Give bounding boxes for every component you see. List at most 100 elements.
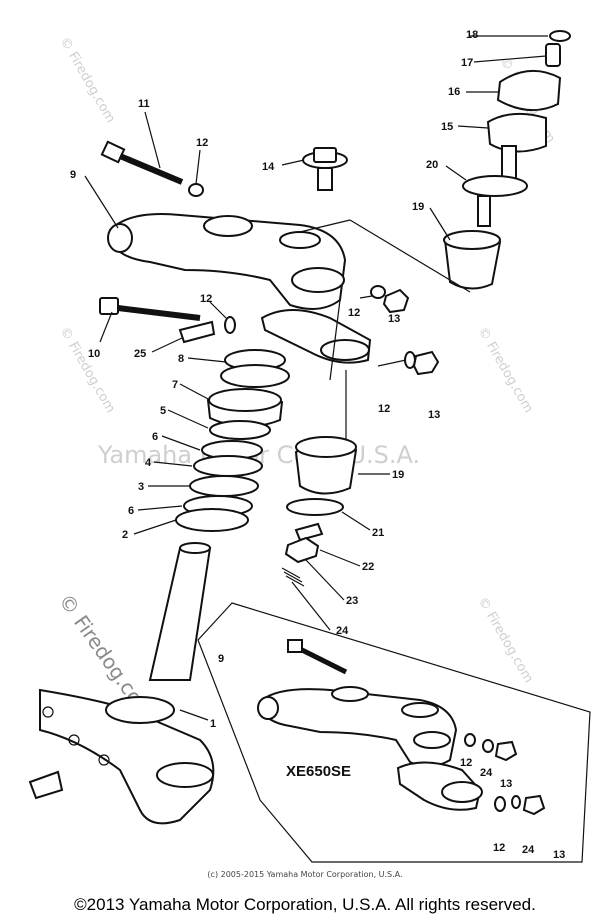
bolt-10 <box>99 297 201 321</box>
stem-nut-group <box>281 436 358 587</box>
part-washer-small <box>294 522 324 542</box>
label-6-lower: 6 <box>128 505 134 517</box>
part-stem-tube <box>148 547 212 681</box>
watermark-site-1: © Firedog.com <box>57 35 118 126</box>
label-12-lower: 12 <box>378 403 390 415</box>
caption-small: (c) 2005-2015 Yamaha Motor Corporation, … <box>207 870 403 879</box>
label-13-lower: 13 <box>428 409 440 421</box>
front-arrow-icon <box>28 770 64 800</box>
inset-frame <box>197 602 591 863</box>
label-20: 20 <box>426 159 438 171</box>
part-1-hole-a <box>42 706 54 718</box>
label-3: 3 <box>138 481 144 493</box>
inset-part-12a <box>464 733 476 747</box>
label-25: 25 <box>134 348 146 360</box>
label-21: 21 <box>372 527 384 539</box>
part-stem-top <box>179 542 211 554</box>
part-12-top <box>188 183 204 197</box>
inset-pinch-end <box>441 781 483 803</box>
lower-bracket <box>39 688 215 825</box>
inset-xe650se <box>197 602 591 863</box>
copyright-caption: ©2013 Yamaha Motor Corporation, U.S.A. A… <box>74 895 536 914</box>
bearing-stack <box>175 349 290 532</box>
label-14: 14 <box>262 161 275 173</box>
label-13-inset-a: 13 <box>500 778 512 790</box>
label-15: 15 <box>441 121 453 133</box>
label-13-inset-b: 13 <box>553 849 565 861</box>
part-11-shank <box>118 153 184 185</box>
part-17-shape <box>545 43 561 67</box>
label-9: 9 <box>70 169 76 181</box>
label-12-top: 12 <box>196 137 208 149</box>
inset-part-13b <box>522 794 546 816</box>
part-10-head <box>99 297 119 315</box>
part-3-shape <box>189 475 259 497</box>
label-2: 2 <box>122 529 128 541</box>
label-10: 10 <box>88 348 100 360</box>
label-11: 11 <box>138 98 150 110</box>
label-16: 16 <box>448 86 460 98</box>
bolt-14 <box>302 147 348 191</box>
label-8: 8 <box>178 353 184 365</box>
label-13-right: 13 <box>388 313 400 325</box>
inset-part-24a <box>482 739 494 753</box>
part-10-shank <box>117 305 201 321</box>
part-9-hole-left <box>203 215 253 237</box>
part-12-right <box>370 285 386 299</box>
part-14-shank <box>317 167 333 191</box>
part-4-shape <box>193 455 263 477</box>
label-12-pinch: 12 <box>200 293 212 305</box>
part-18-shape <box>549 30 571 42</box>
inset-bolt-shank <box>300 647 348 675</box>
part-5-shape <box>209 420 271 440</box>
part-1-hole-c <box>98 754 110 766</box>
part-15-shape <box>486 112 547 153</box>
part-13-lower <box>412 350 440 376</box>
part-1-fork-hole <box>156 762 214 788</box>
label-5: 5 <box>160 405 166 417</box>
inset-title: XE650SE <box>286 763 351 780</box>
label-17: 17 <box>461 57 473 69</box>
label-18: 18 <box>466 29 478 41</box>
inset-part-13a <box>494 740 518 762</box>
inset-hole-a <box>331 686 369 702</box>
part-1-collar <box>105 696 175 724</box>
part-25-shape <box>178 320 216 344</box>
label-12-right: 12 <box>348 307 360 319</box>
part-14-head <box>313 147 337 163</box>
part-23-shape <box>281 567 305 587</box>
label-22: 22 <box>362 561 374 573</box>
label-4: 4 <box>145 457 152 469</box>
inset-hole-b <box>401 702 439 718</box>
label-19-lower: 19 <box>392 469 404 481</box>
inset-part-24b <box>511 795 521 809</box>
steering-stem <box>148 542 212 681</box>
upper-bracket <box>107 213 347 310</box>
inset-bolt-head <box>287 639 303 653</box>
label-9-inset: 9 <box>218 653 224 665</box>
label-24-inset-a: 24 <box>480 767 493 779</box>
inset-bracket-end <box>257 696 279 720</box>
label-1: 1 <box>210 718 216 730</box>
label-12-inset-b: 12 <box>493 842 505 854</box>
watermark-site-4: © Firedog.com <box>475 325 536 416</box>
part-21-shape <box>286 498 344 516</box>
part-pinch-end <box>320 339 370 361</box>
label-24-inset-b: 24 <box>522 844 535 856</box>
part-19-upper-top <box>443 230 501 250</box>
label-12-inset-a: 12 <box>460 757 472 769</box>
bolt-11 <box>100 140 184 185</box>
part-7-top <box>208 388 282 412</box>
inset-part-12b <box>494 796 506 812</box>
part-9-end <box>107 223 133 253</box>
label-7: 7 <box>172 379 178 391</box>
part-9-hole-center <box>279 231 321 249</box>
label-19-top: 19 <box>412 201 424 213</box>
callout-labels: 18 17 16 15 20 19 11 12 14 9 12 13 12 10… <box>70 29 565 861</box>
watermark-site-6: © Firedog.com <box>475 595 536 686</box>
watermark-site-3: © Firedog.com <box>57 325 118 416</box>
handlebar-holder-group <box>443 30 571 290</box>
part-12-pinch <box>224 316 236 334</box>
part-20-shape <box>462 175 528 197</box>
